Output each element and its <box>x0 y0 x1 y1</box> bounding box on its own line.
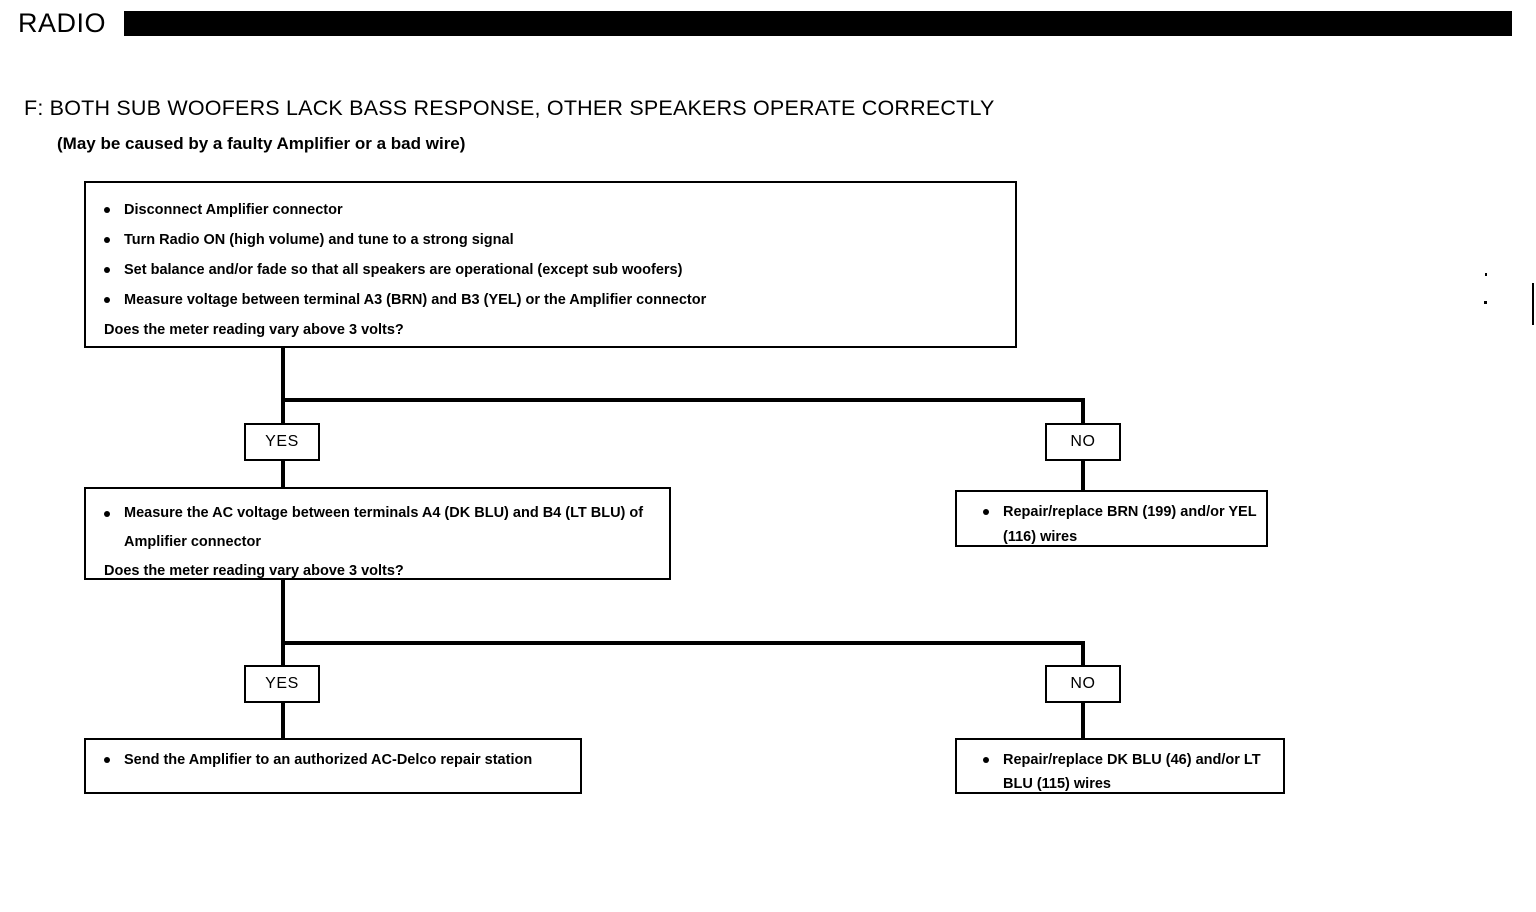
question-box-1-bullet-list: Disconnect Amplifier connector Turn Radi… <box>86 195 1015 315</box>
bullet-icon <box>983 757 989 763</box>
connector-yes1-to-box2 <box>281 460 285 489</box>
connector-stem-box1 <box>281 347 285 402</box>
connector-branch-2 <box>281 641 1085 645</box>
bullet-text: Turn Radio ON (high volume) and tune to … <box>124 232 514 248</box>
action-box-send-amplifier: Send the Amplifier to an authorized AC-D… <box>84 738 582 794</box>
bullet-text: Measure the AC voltage between terminals… <box>124 505 644 550</box>
question-box-2-bullet-list: Measure the AC voltage between terminals… <box>86 499 669 557</box>
connector-yes2-to-action <box>281 702 285 740</box>
bullet-text: Repair/replace BRN (199) and/or YEL (116… <box>1003 504 1257 545</box>
connector-to-yes-1 <box>281 398 285 425</box>
decision-label-yes-1: YES <box>244 423 320 461</box>
question-box-1: Disconnect Amplifier connector Turn Radi… <box>84 181 1017 348</box>
bullet-text: Send the Amplifier to an authorized AC-D… <box>124 752 533 768</box>
question-box-2: Measure the AC voltage between terminals… <box>84 487 671 580</box>
question-box-1-question: Does the meter reading vary above 3 volt… <box>104 322 404 338</box>
bullet-text: Measure voltage between terminal A3 (BRN… <box>124 292 707 308</box>
page-title: F: BOTH SUB WOOFERS LACK BASS RESPONSE, … <box>24 96 995 120</box>
connector-branch-1 <box>281 398 1085 402</box>
decision-label-no-2: NO <box>1045 665 1121 703</box>
bullet-icon <box>104 297 110 303</box>
page-subtitle: (May be caused by a faulty Amplifier or … <box>57 134 466 153</box>
bullet-icon <box>104 267 110 273</box>
bullet-text: Disconnect Amplifier connector <box>124 202 343 218</box>
bullet-icon <box>104 757 110 763</box>
action-box-repair-dkblu-ltblu-content: Repair/replace DK BLU (46) and/or LT BLU… <box>957 740 1283 796</box>
page-header: RADIO <box>0 0 1536 48</box>
connector-to-no-1 <box>1081 398 1085 425</box>
question-box-1-content: Disconnect Amplifier connector Turn Radi… <box>86 183 1015 345</box>
action-bullet-list: Repair/replace BRN (199) and/or YEL (116… <box>957 500 1266 550</box>
bullet-icon <box>104 511 110 517</box>
list-item: Measure the AC voltage between terminals… <box>86 499 669 557</box>
bullet-text: Set balance and/or fade so that all spea… <box>124 262 683 278</box>
connector-no1-to-action <box>1081 460 1085 492</box>
connector-stem-box2 <box>281 580 285 645</box>
action-box-repair-brn-yel-content: Repair/replace BRN (199) and/or YEL (116… <box>957 492 1266 550</box>
connector-to-no-2 <box>1081 641 1085 668</box>
connector-no2-to-action <box>1081 702 1085 740</box>
decision-label-no-1: NO <box>1045 423 1121 461</box>
bullet-text: Repair/replace DK BLU (46) and/or LT BLU… <box>1003 752 1261 792</box>
decision-label-yes-2: YES <box>244 665 320 703</box>
action-bullet-list: Send the Amplifier to an authorized AC-D… <box>86 748 580 772</box>
action-box-repair-brn-yel: Repair/replace BRN (199) and/or YEL (116… <box>955 490 1268 547</box>
question-box-2-content: Measure the AC voltage between terminals… <box>86 489 669 586</box>
bullet-icon <box>104 237 110 243</box>
action-bullet-list: Repair/replace DK BLU (46) and/or LT BLU… <box>957 748 1283 796</box>
scan-artifact-margin-line <box>1532 283 1534 325</box>
action-box-repair-dkblu-ltblu: Repair/replace DK BLU (46) and/or LT BLU… <box>955 738 1285 794</box>
list-item: Repair/replace BRN (199) and/or YEL (116… <box>957 500 1266 550</box>
list-item: Send the Amplifier to an authorized AC-D… <box>86 748 580 772</box>
section-title-radio: RADIO <box>18 8 107 38</box>
scan-artifact-dot <box>1485 273 1487 276</box>
header-black-bar <box>124 11 1512 36</box>
bullet-icon <box>104 207 110 213</box>
list-item: Turn Radio ON (high volume) and tune to … <box>86 225 1015 255</box>
scan-artifact-dot <box>1484 301 1487 304</box>
connector-to-yes-2 <box>281 641 285 668</box>
question-box-2-question: Does the meter reading vary above 3 volt… <box>104 563 404 579</box>
bullet-icon <box>983 509 989 515</box>
action-box-send-amplifier-content: Send the Amplifier to an authorized AC-D… <box>86 740 580 772</box>
list-item: Repair/replace DK BLU (46) and/or LT BLU… <box>957 748 1283 796</box>
list-item: Set balance and/or fade so that all spea… <box>86 255 1015 285</box>
list-item: Measure voltage between terminal A3 (BRN… <box>86 285 1015 315</box>
list-item: Disconnect Amplifier connector <box>86 195 1015 225</box>
